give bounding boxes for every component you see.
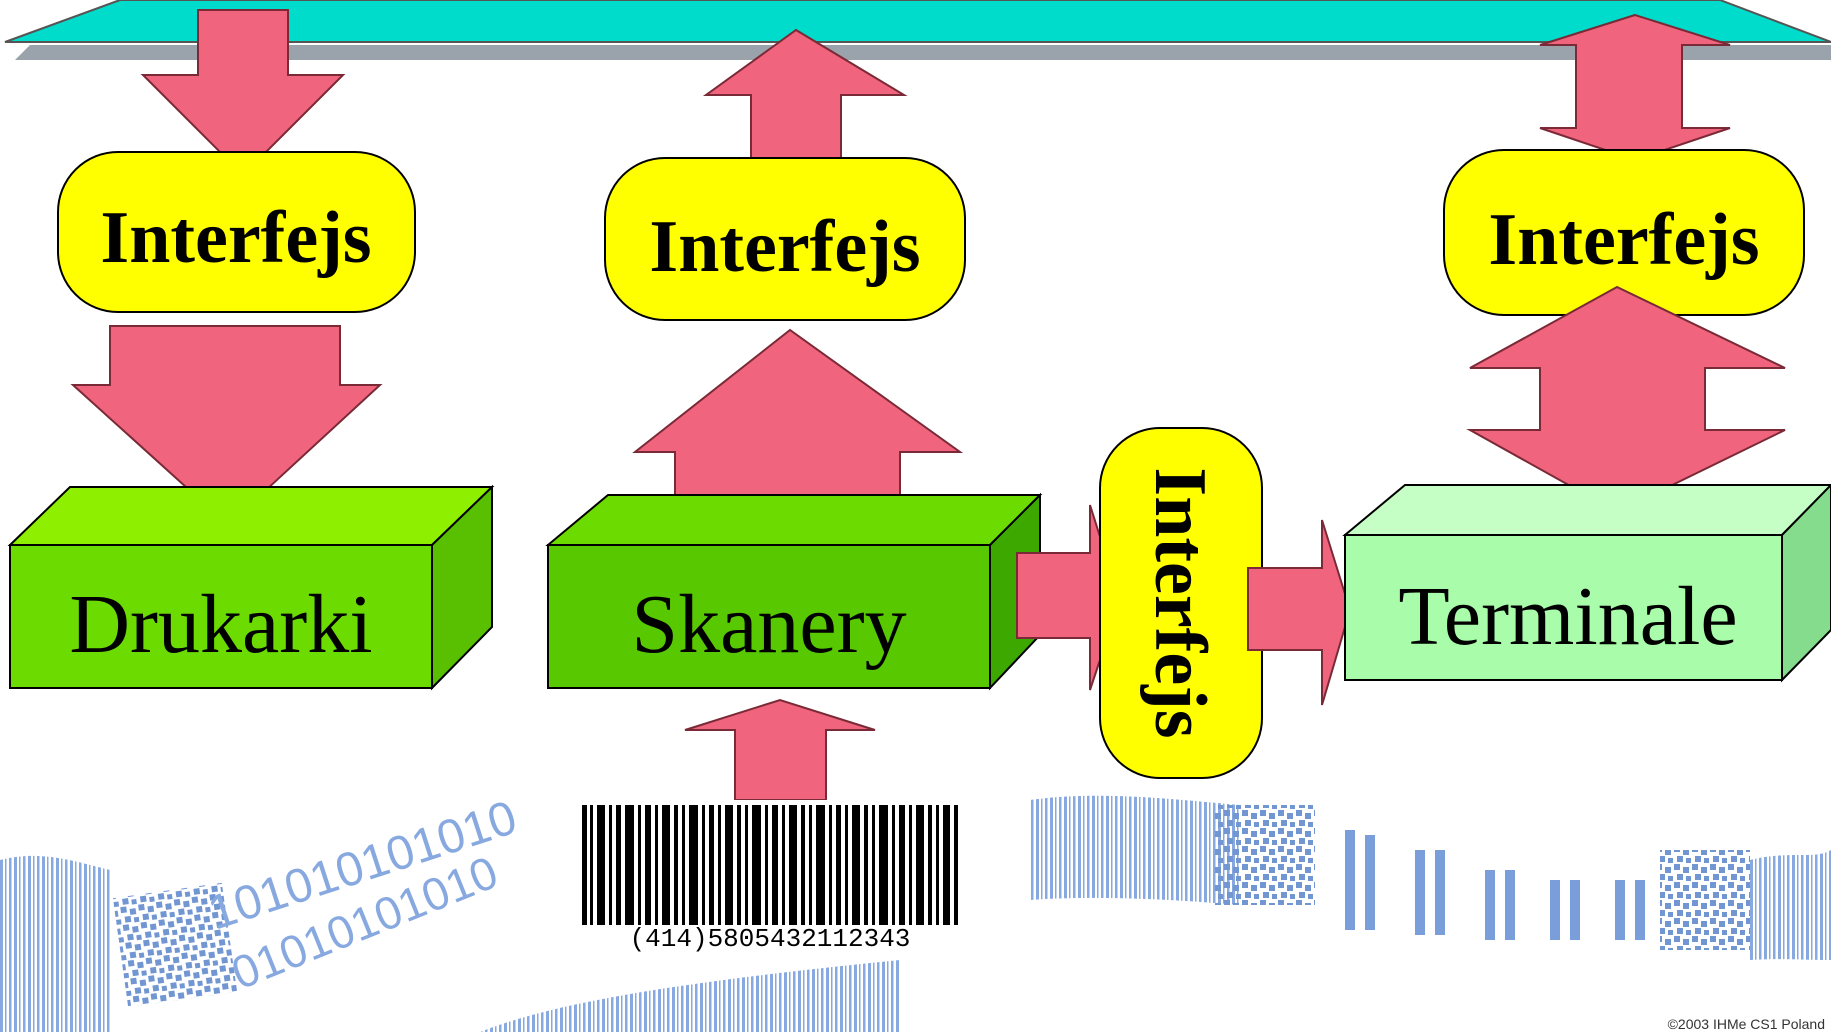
copyright-footer: ©2003 IHMe CS1 Poland (1667, 1016, 1825, 1032)
barcode-number: (414)5805432112343 (630, 924, 911, 954)
printer-interface-box (57, 151, 416, 313)
scanner-box-top (545, 494, 1043, 546)
wave-right-bars (1030, 795, 1240, 905)
printer-interface-label: Interfejs (100, 197, 371, 279)
link-interface-to-terminal-arrow (1247, 519, 1352, 706)
printer-column: Interfejs Drukarki (7, 9, 495, 691)
printer-box: Drukarki (7, 484, 495, 691)
system-bus (4, 0, 1831, 60)
scanner-terminal-link: Interfejs (1016, 427, 1352, 779)
scanner-interface-to-bus-arrow (702, 28, 908, 169)
bus-to-printer-interface-arrow (140, 9, 346, 177)
barcode-to-scanner-arrow (684, 698, 876, 801)
printer-box-front (9, 544, 433, 689)
terminal-column: Interfejs Terminale (1342, 13, 1831, 683)
scanner-label: Skanery (631, 578, 906, 671)
terminal-interface-to-terminal-arrow (1466, 285, 1786, 514)
wave-far-right-qr (1660, 850, 1750, 950)
scanner-to-interface-arrow (632, 328, 964, 513)
scanner-interface-label: Interfejs (649, 206, 920, 288)
link-interface-label: Interfejs (1139, 467, 1221, 738)
bus-shadow (15, 45, 1831, 60)
wave-far-right-bars (1750, 850, 1831, 960)
wave-left-bars (0, 855, 110, 1032)
barcode-bars (582, 805, 958, 925)
terminal-box-top (1342, 484, 1831, 536)
terminal-box: Terminale (1342, 483, 1831, 683)
barcode-image: (414)5805432112343 (575, 800, 965, 958)
scanner-box: Skanery (545, 492, 1043, 691)
scanner-interface-box (604, 157, 966, 321)
interface-to-printer-arrow (70, 325, 383, 527)
wave-right-glyphs (1345, 830, 1645, 940)
bus-terminal-interface-arrow (1539, 13, 1731, 162)
printer-box-top (7, 486, 495, 546)
scanner-column: Interfejs Skanery (545, 28, 1043, 958)
terminal-box-front (1344, 534, 1783, 681)
wave-left-qr (112, 882, 238, 1008)
wave-middle-bars (480, 960, 900, 1032)
printer-label: Drukarki (69, 578, 372, 671)
bus-bar (4, 0, 1831, 43)
wave-right-qr (1215, 805, 1315, 905)
terminal-label: Terminale (1398, 570, 1737, 663)
scanner-box-front (547, 544, 991, 689)
terminal-interface-label: Interfejs (1488, 199, 1759, 281)
